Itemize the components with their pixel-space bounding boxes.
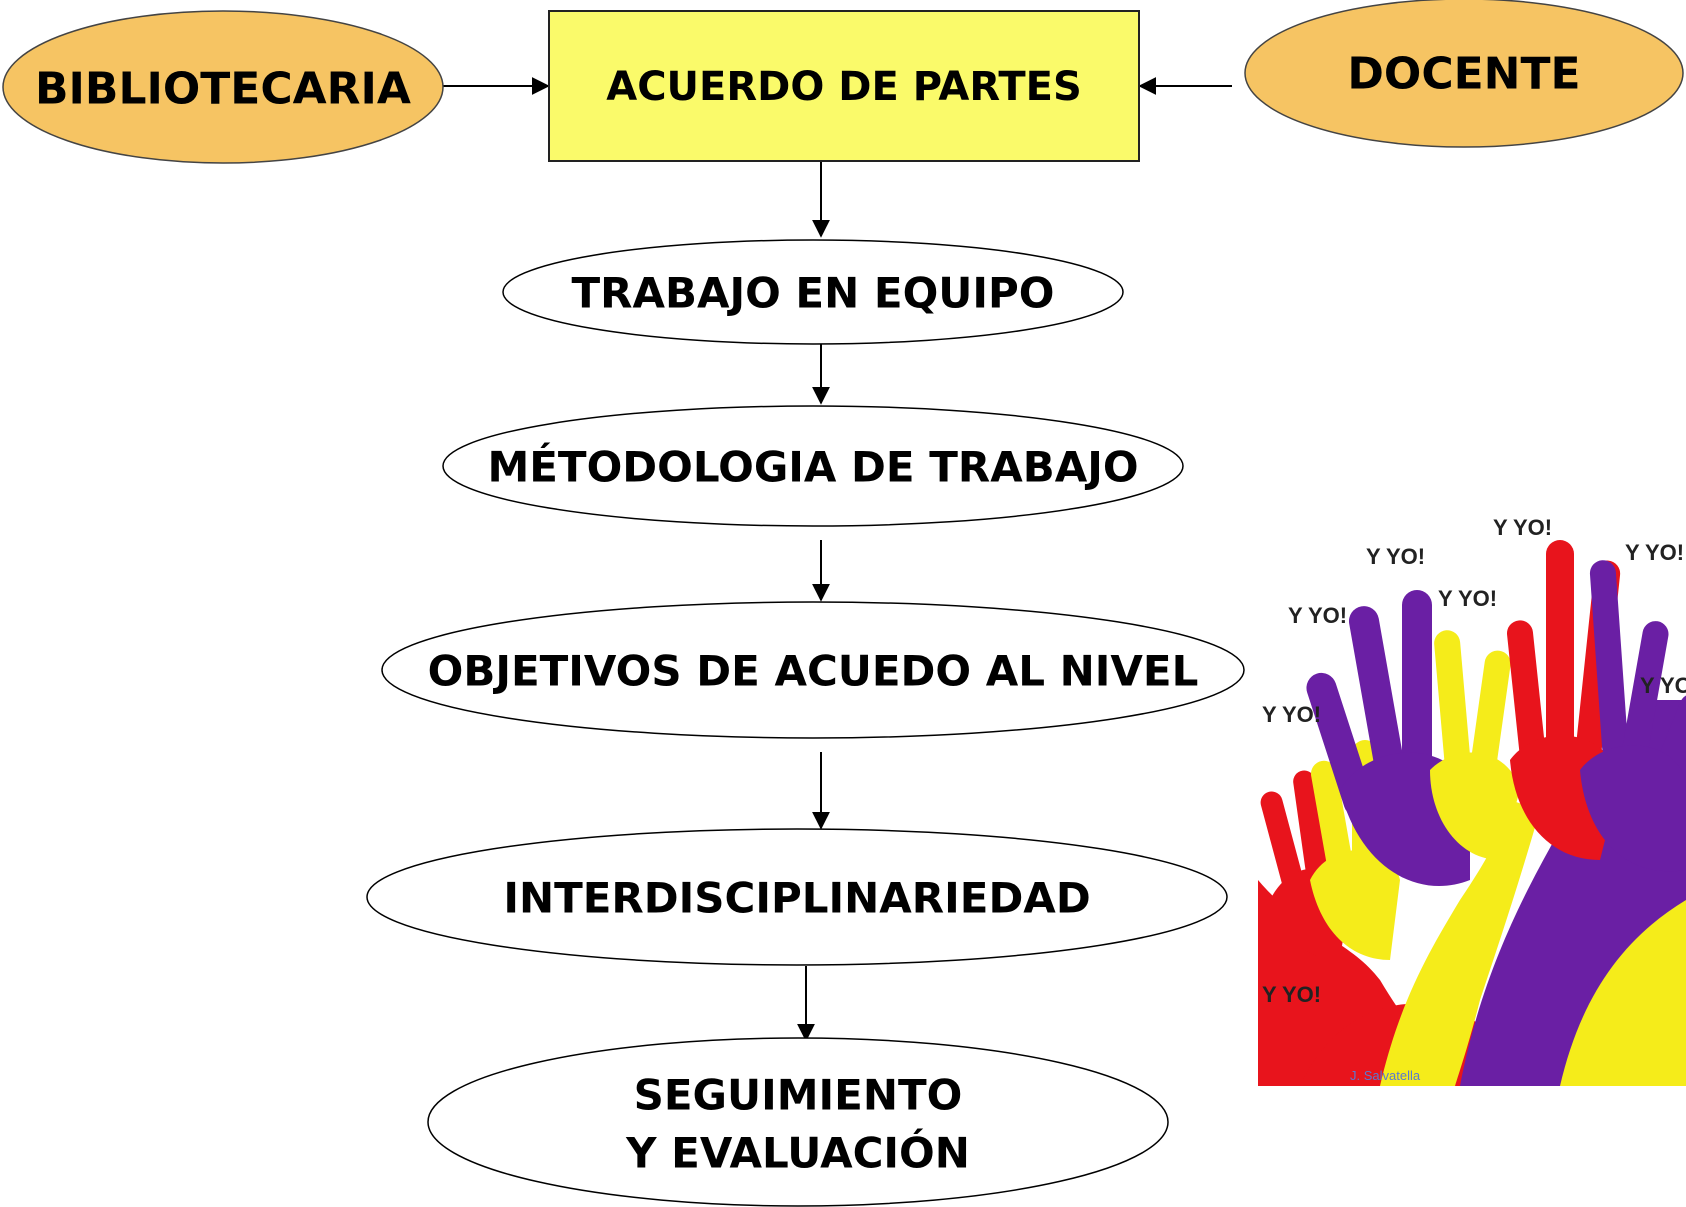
node-bibliotecaria: BIBLIOTECARIA — [2, 10, 444, 164]
node-seguimiento-label-line1: SEGUIMIENTO — [634, 1071, 963, 1120]
node-metodologia-de-trabajo: MÉTODOLOGIA DE TRABAJO — [442, 405, 1184, 527]
raised-hands-illustration: Y YO! Y YO! Y YO! Y YO! Y YO! Y YO! Y YO… — [1258, 448, 1686, 1086]
node-trabajo-label: TRABAJO EN EQUIPO — [571, 269, 1054, 318]
node-trabajo-en-equipo: TRABAJO EN EQUIPO — [502, 239, 1124, 345]
illustration-signature: J. Salvatella — [1350, 1068, 1421, 1083]
node-bibliotecaria-label: BIBLIOTECARIA — [35, 64, 411, 115]
hand-yellow-middle — [1430, 630, 1520, 860]
hand-caption-4: Y YO! — [1493, 515, 1552, 540]
hand-caption-5: Y YO! — [1625, 540, 1684, 565]
node-docente-label: DOCENTE — [1347, 49, 1580, 100]
hand-caption-3: Y YO! — [1438, 586, 1497, 611]
node-docente: DOCENTE — [1244, 0, 1684, 148]
node-seguimiento-y-evaluacion: SEGUIMIENTO Y EVALUACIÓN — [427, 1037, 1169, 1207]
hand-purple-left — [1306, 590, 1470, 886]
node-objetivos-label: OBJETIVOS DE ACUEDO AL NIVEL — [428, 647, 1199, 696]
node-acuerdo-label: ACUERDO DE PARTES — [606, 64, 1082, 110]
hand-purple-right — [1580, 560, 1686, 872]
node-interdisciplinariedad-label: INTERDISCIPLINARIEDAD — [503, 874, 1090, 923]
hand-caption-7: Y YO! — [1640, 673, 1686, 698]
hand-caption-2: Y YO! — [1366, 544, 1425, 569]
hand-caption-6: Y YO! — [1262, 702, 1321, 727]
hand-caption-1: Y YO! — [1288, 603, 1347, 628]
node-objetivos: OBJETIVOS DE ACUEDO AL NIVEL — [381, 601, 1245, 739]
node-seguimiento-label-line2: Y EVALUACIÓN — [625, 1128, 970, 1178]
node-acuerdo-de-partes: ACUERDO DE PARTES — [548, 10, 1140, 162]
hand-caption-8: Y YO! — [1262, 982, 1321, 1007]
node-metodologia-label: MÉTODOLOGIA DE TRABAJO — [487, 442, 1138, 492]
node-interdisciplinariedad: INTERDISCIPLINARIEDAD — [366, 828, 1228, 966]
